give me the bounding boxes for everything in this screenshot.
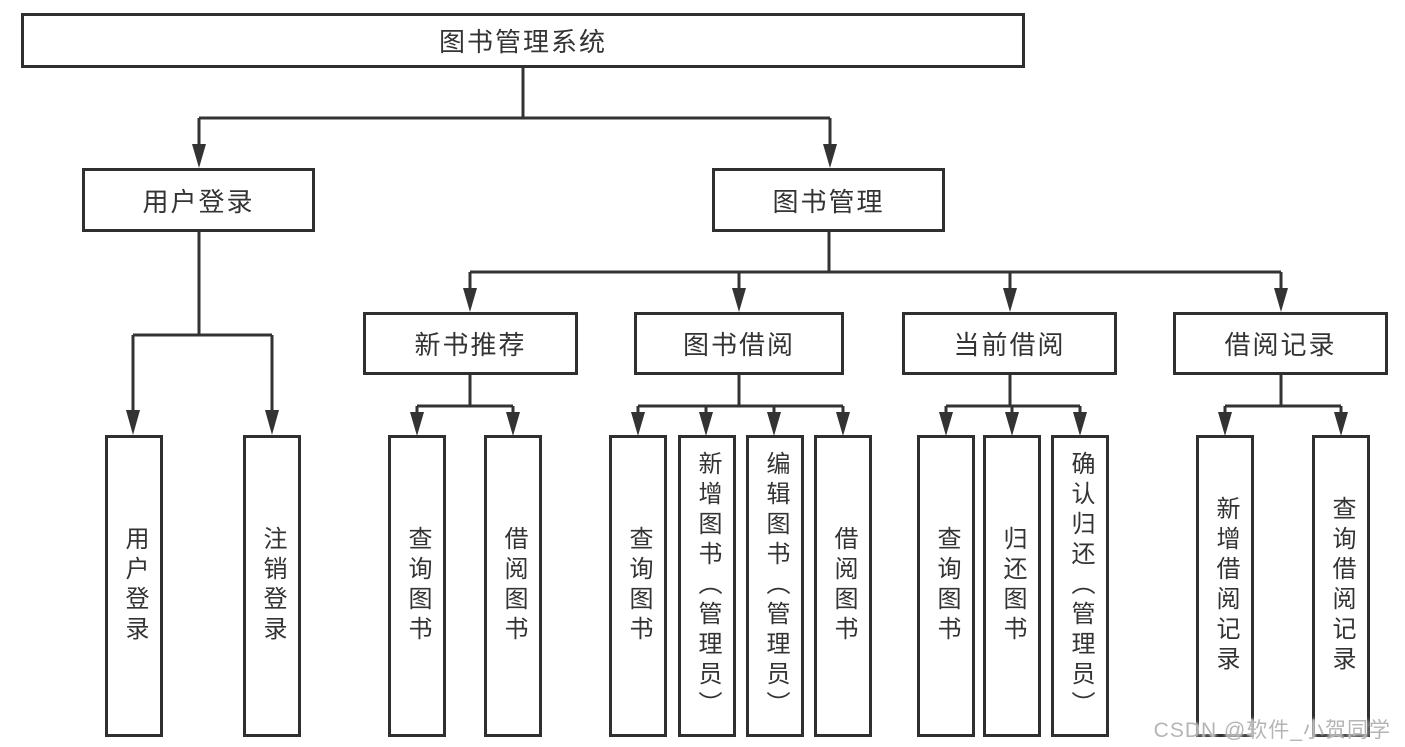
leaf-edit-book-admin-label: 编辑图书（管理员）	[762, 451, 789, 721]
node-new-book-recommend: 新书推荐	[363, 312, 578, 375]
connector-newbook-to-leaves	[410, 375, 520, 436]
leaf-add-book-admin: 新增图书（管理员）	[678, 435, 736, 737]
leaf-query-books-3: 查询图书	[917, 435, 975, 737]
node-book-management: 图书管理	[712, 168, 945, 232]
watermark: CSDN @软件_小贺同学	[1153, 719, 1391, 742]
leaf-return-book-label: 归还图书	[999, 526, 1026, 646]
connector-currentborrow-to-leaves	[939, 375, 1087, 436]
leaf-edit-book-admin: 编辑图书（管理员）	[746, 435, 804, 737]
leaf-logout-label: 注销登录	[259, 526, 286, 646]
leaf-query-borrow-record-label: 查询借阅记录	[1328, 496, 1355, 676]
leaf-logout: 注销登录	[243, 435, 301, 737]
leaf-query-borrow-record: 查询借阅记录	[1312, 435, 1370, 737]
node-book-borrow: 图书借阅	[634, 312, 844, 375]
leaf-add-borrow-record: 新增借阅记录	[1196, 435, 1254, 737]
leaf-borrow-books-1: 借阅图书	[484, 435, 542, 737]
connector-root-to-level2	[192, 68, 837, 168]
leaf-query-books-1-label: 查询图书	[404, 526, 431, 646]
node-current-borrow: 当前借阅	[902, 312, 1117, 375]
node-borrow-records: 借阅记录	[1173, 312, 1388, 375]
leaf-user-login-label: 用户登录	[121, 526, 148, 646]
connector-bookborrow-to-leaves	[631, 375, 850, 436]
leaf-confirm-return-admin-label: 确认归还（管理员）	[1067, 451, 1094, 721]
leaf-return-book: 归还图书	[983, 435, 1041, 737]
leaf-borrow-books-2: 借阅图书	[814, 435, 872, 737]
leaf-query-books-1: 查询图书	[388, 435, 446, 737]
leaf-add-book-admin-label: 新增图书（管理员）	[694, 451, 721, 721]
connector-management-to-groups	[463, 232, 1288, 312]
leaf-borrow-books-2-label: 借阅图书	[830, 526, 857, 646]
node-root: 图书管理系统	[21, 13, 1025, 68]
leaf-confirm-return-admin: 确认归还（管理员）	[1051, 435, 1109, 737]
node-user-login: 用户登录	[82, 168, 315, 232]
leaf-query-books-2: 查询图书	[609, 435, 667, 737]
connector-records-to-leaves	[1218, 375, 1348, 436]
leaf-add-borrow-record-label: 新增借阅记录	[1212, 496, 1239, 676]
leaf-query-books-3-label: 查询图书	[933, 526, 960, 646]
leaf-query-books-2-label: 查询图书	[625, 526, 652, 646]
connector-login-to-leaves	[126, 232, 279, 435]
leaf-borrow-books-1-label: 借阅图书	[500, 526, 527, 646]
leaf-user-login: 用户登录	[105, 435, 163, 737]
